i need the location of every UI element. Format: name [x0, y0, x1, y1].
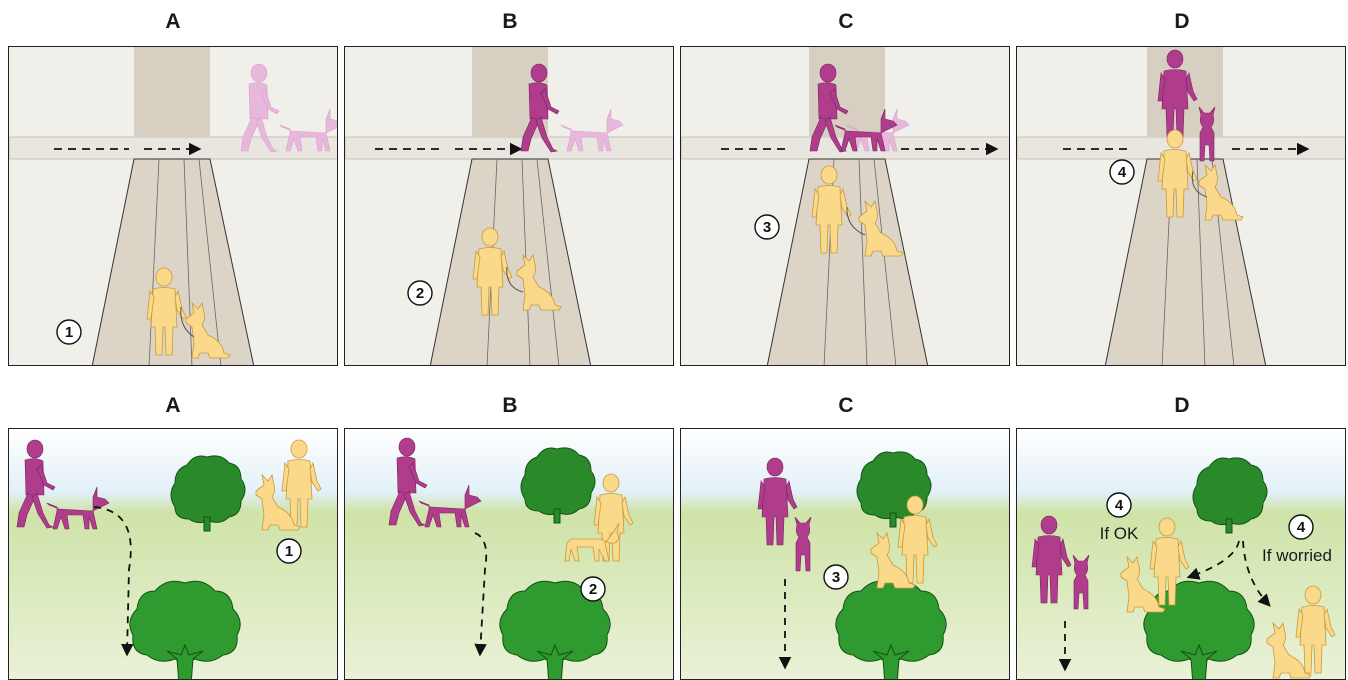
step-number: 2 — [589, 581, 597, 598]
park-scene-d: 4 If OK 4 If worried — [1017, 429, 1346, 680]
park-scene-b: 2 — [345, 429, 674, 680]
panel-letter-top-b: B — [480, 10, 540, 34]
park-panel-b: 2 — [344, 428, 674, 680]
sidewalk-scene-c: 3 — [681, 47, 1010, 366]
step-number-worried: 4 — [1297, 519, 1306, 536]
step-number: 4 — [1118, 164, 1127, 181]
park-panel-a: 1 — [8, 428, 338, 680]
panel-letter-bottom-d: D — [1152, 394, 1212, 418]
park-panel-d: 4 If OK 4 If worried — [1016, 428, 1346, 680]
panel-letter-bottom-b: B — [480, 394, 540, 418]
sidewalk-scene-b: 2 — [345, 47, 674, 366]
sidewalk-scene-a: 1 — [9, 47, 338, 366]
step-number: 3 — [763, 219, 771, 236]
park-scene-c: 3 — [681, 429, 1010, 680]
sidewalk-scene-d: 4 — [1017, 47, 1346, 366]
park-scene-a: 1 — [9, 429, 338, 680]
step-number: 3 — [832, 569, 840, 586]
panel-letter-top-a: A — [143, 10, 203, 34]
sidewalk-panel-c: 3 — [680, 46, 1010, 366]
panel-letter-top-d: D — [1152, 10, 1212, 34]
caption-if-ok: If OK — [1100, 524, 1139, 543]
panel-letter-top-c: C — [816, 10, 876, 34]
step-number: 1 — [65, 324, 73, 341]
park-panel-c: 3 — [680, 428, 1010, 680]
panel-letter-bottom-c: C — [816, 394, 876, 418]
step-number: 2 — [416, 285, 424, 302]
sidewalk-panel-a: 1 — [8, 46, 338, 366]
step-number-ok: 4 — [1115, 497, 1124, 514]
step-number: 1 — [285, 543, 293, 560]
panel-letter-bottom-a: A — [143, 394, 203, 418]
sidewalk-panel-b: 2 — [344, 46, 674, 366]
caption-if-worried: If worried — [1262, 546, 1332, 565]
sidewalk-panel-d: 4 — [1016, 46, 1346, 366]
